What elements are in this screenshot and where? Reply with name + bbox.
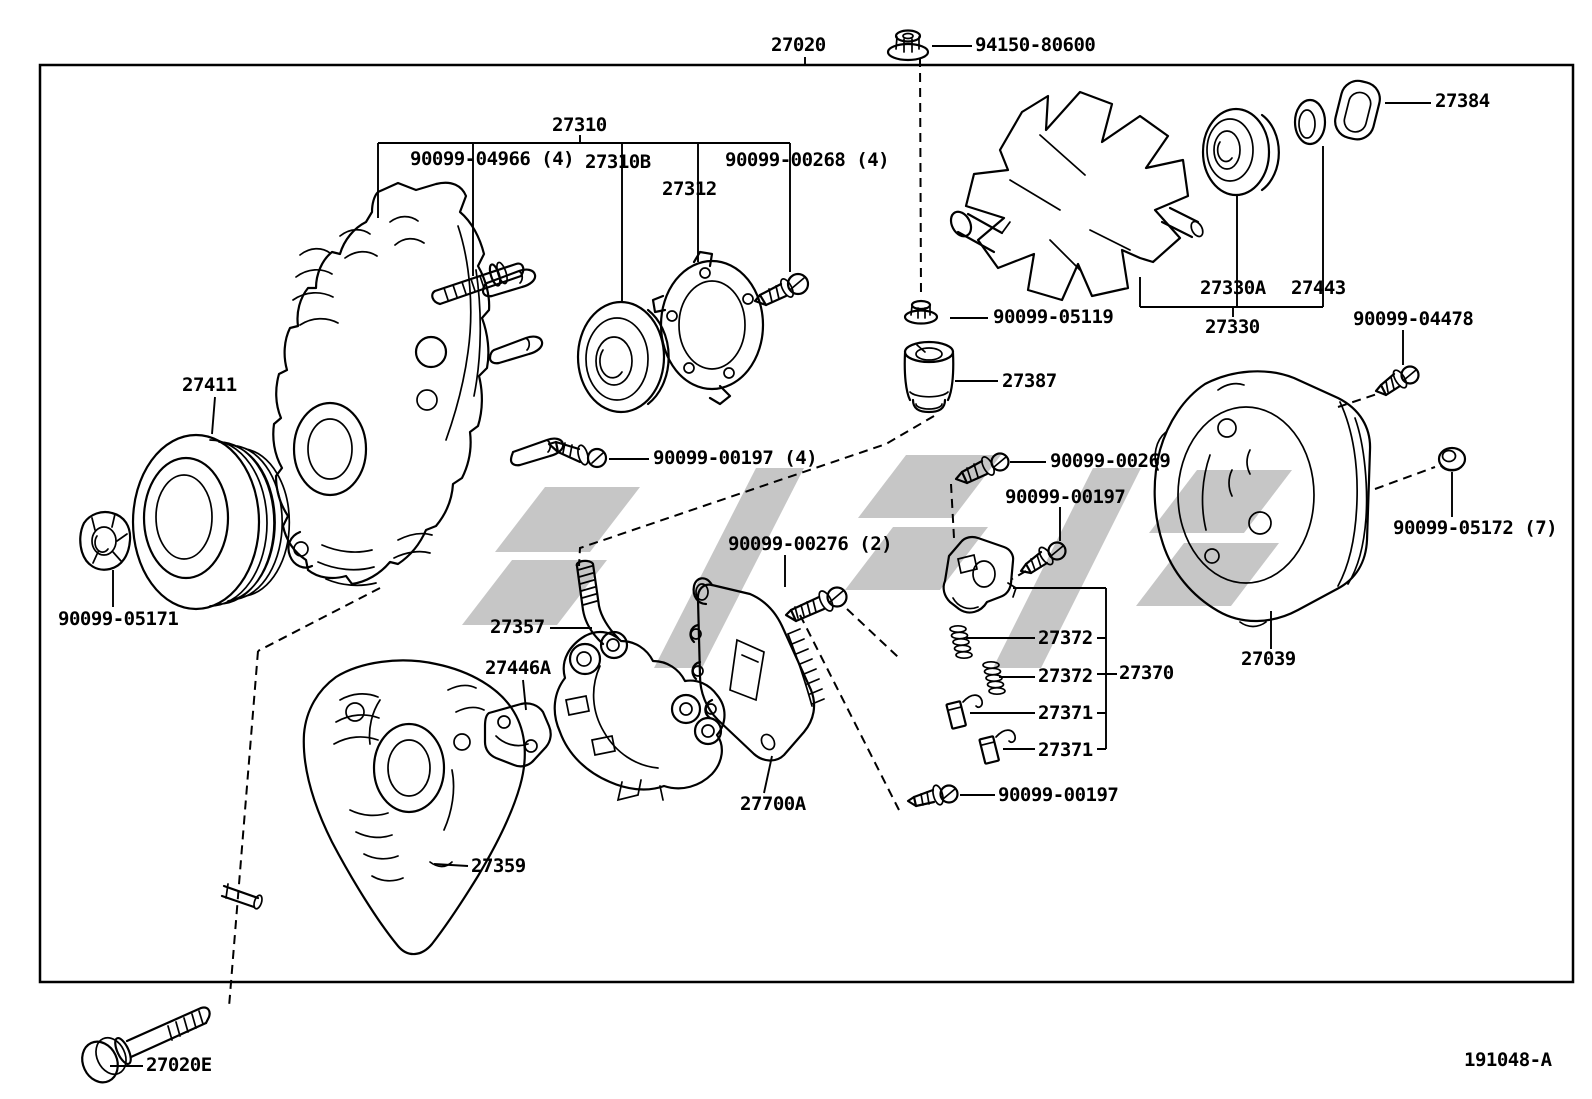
label-holder-screw: 90099-00269 [1050, 450, 1171, 472]
label-spacer-ring: 27443 [1291, 277, 1346, 299]
through-bolt-drawing [81, 1006, 211, 1084]
label-pulley: 27411 [182, 374, 237, 396]
label-rear-end-cover: 27039 [1241, 648, 1296, 670]
label-rectifier: 27700A [740, 793, 806, 815]
label-insulator: 27387 [1002, 370, 1057, 392]
diagram-border [38, 63, 1575, 984]
label-assembly: 27020 [771, 34, 826, 56]
label-brush-spring-upper: 27372 [1038, 627, 1093, 649]
brush-holder-drawing [553, 559, 726, 802]
regulator-screw-drawing [1019, 541, 1067, 575]
label-rectifier-bolt: 90099-00276 (2) [728, 533, 893, 555]
frame-screw-drawing [547, 440, 608, 469]
rectifier-drawing [689, 577, 825, 762]
flange-nut-drawing-shaft [903, 299, 939, 325]
label-cover-bolt: 90099-04478 [1353, 308, 1474, 330]
rotor-drawing [949, 90, 1204, 302]
label-shaft-nut: 90099-05119 [993, 306, 1114, 328]
rectifier-screw-drawing [906, 784, 959, 808]
rectifier-bolt-drawing [784, 586, 848, 623]
label-frame-screw: 90099-00197 (4) [653, 447, 818, 469]
label-front-bearing: 27310B [585, 151, 651, 173]
label-through-bolt: 27020E [146, 1054, 212, 1076]
label-grommet: 27384 [1435, 90, 1490, 112]
label-regulator-screw: 90099-00197 [1005, 486, 1126, 508]
flange-nut-drawing-top [886, 29, 930, 62]
spacer-ring-drawing [1293, 98, 1327, 146]
pulley-nut-drawing [79, 510, 132, 571]
label-terminal-stud: 27357 [490, 616, 545, 638]
brush-drawing-upper [945, 694, 983, 730]
leader-lines [110, 45, 1453, 1067]
label-retainer-bolt: 90099-00268 (4) [725, 149, 890, 171]
label-brush-upper: 27371 [1038, 702, 1093, 724]
rear-bearing-drawing [1201, 107, 1280, 197]
doc-number: 191048-A [1464, 1049, 1552, 1071]
cover-nut-drawing [1437, 446, 1467, 472]
bearing-retainer-drawing [651, 250, 765, 406]
end-cover-plate-drawing [483, 702, 552, 768]
label-cover-nut: 90099-05172 (7) [1393, 517, 1558, 539]
brush-drawing-lower [978, 729, 1016, 765]
front-bearing-drawing [576, 300, 670, 414]
label-bearing-retainer: 27312 [662, 178, 717, 200]
label-rear-bearing: 27330A [1200, 277, 1266, 299]
label-brush-lower: 27371 [1038, 739, 1093, 761]
cover-bolt-drawing [1374, 365, 1420, 397]
label-drive-end-frame: 27310 [552, 114, 607, 136]
label-regulator-assembly: 27370 [1119, 662, 1174, 684]
label-rectifier-screw: 90099-00197 [998, 784, 1119, 806]
stud-bolt-drawing [431, 261, 525, 306]
regulator-drawing [942, 535, 1018, 614]
pulley-drawing [131, 433, 291, 611]
holder-screw-drawing [954, 452, 1010, 485]
drive-end-frame-drawing [272, 181, 565, 587]
insulator-drawing [903, 340, 955, 414]
label-end-cover-plate: 27446A [485, 657, 551, 679]
grommet-drawing [1334, 79, 1381, 141]
label-fan-guide: 27359 [471, 855, 526, 877]
watermark [462, 455, 1292, 668]
retainer-bolt-drawing [753, 272, 810, 307]
label-lock-nut: 94150-80600 [975, 34, 1096, 56]
brush-spring-drawing-upper [949, 624, 973, 660]
label-rotor: 27330 [1205, 316, 1260, 338]
label-stud-bolt: 90099-04966 (4) [410, 148, 575, 170]
assembly-dashed-lines [228, 57, 1436, 1008]
fan-guide-drawing [220, 659, 526, 956]
brush-spring-drawing-lower [982, 660, 1006, 696]
label-pulley-nut: 90099-05171 [58, 608, 179, 630]
label-brush-spring-lower: 27372 [1038, 665, 1093, 687]
rear-end-cover-drawing [1153, 370, 1372, 628]
